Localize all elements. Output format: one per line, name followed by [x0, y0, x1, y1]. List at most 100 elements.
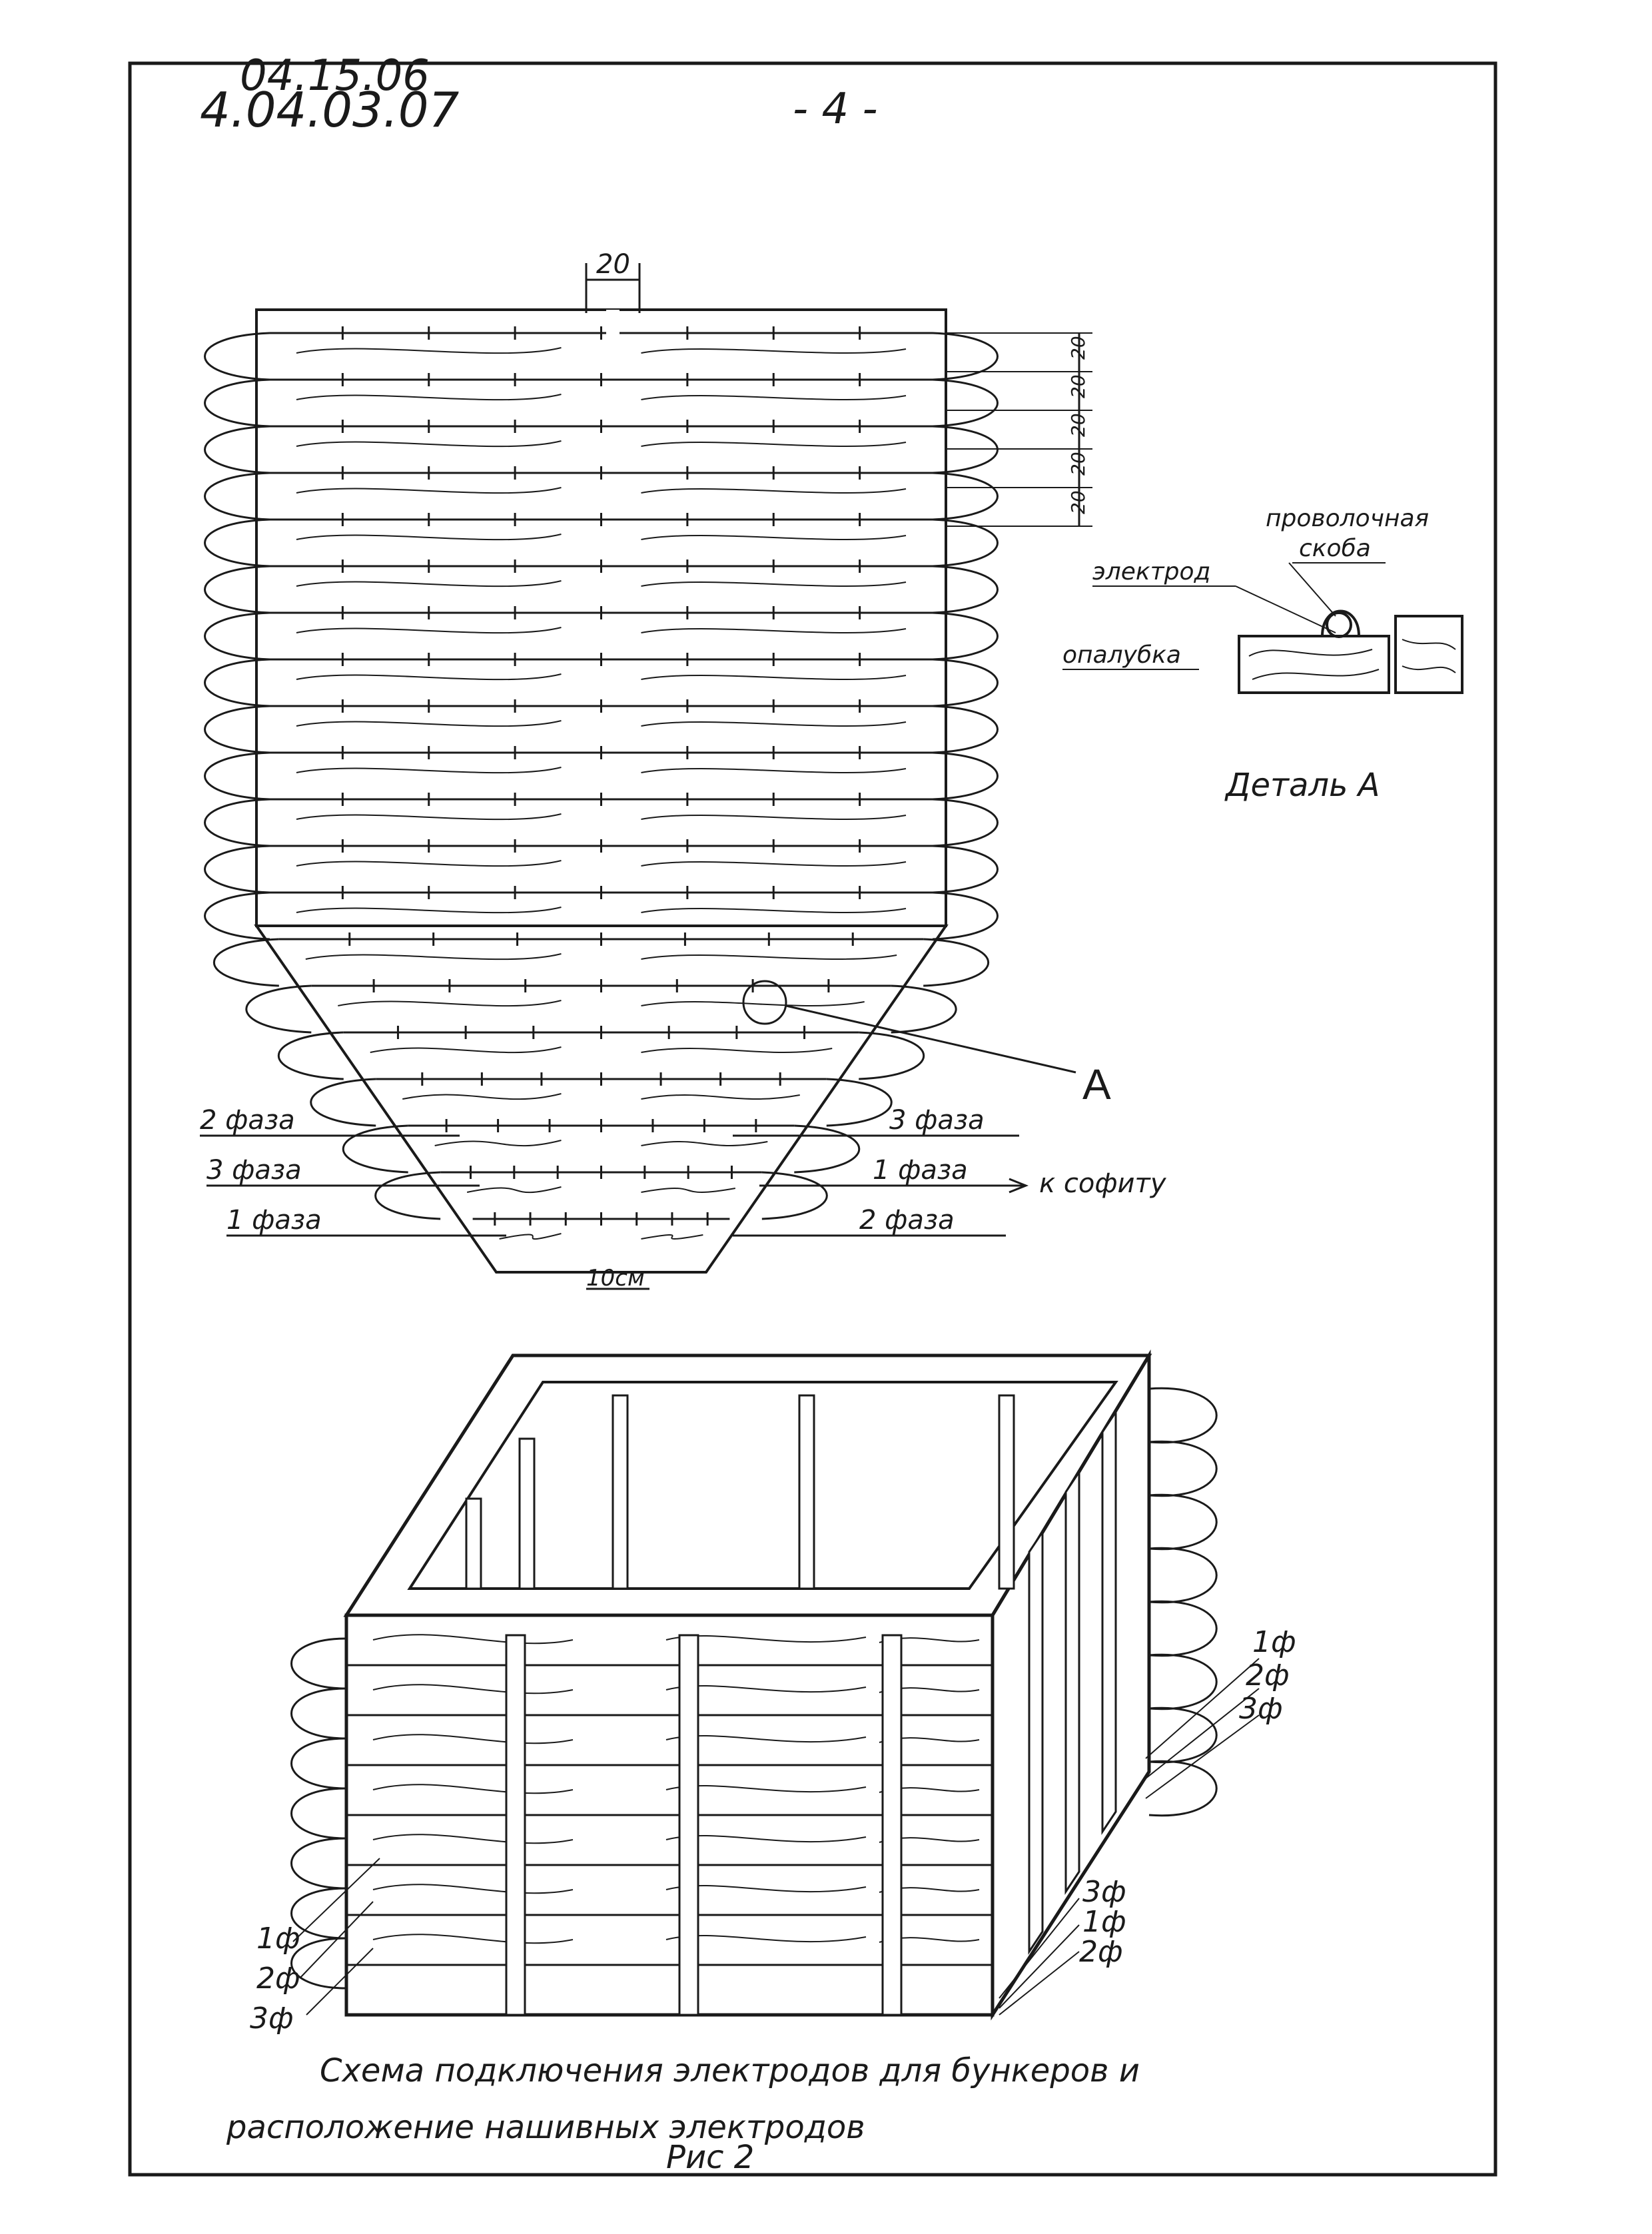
loop-right [761, 1171, 828, 1220]
detail-wire-staple-label-2: скоба [1299, 535, 1371, 562]
loop-right [932, 798, 999, 847]
callout-label: A [1082, 1060, 1111, 1108]
grain-stroke [499, 1233, 703, 1240]
iso-loop-right [1148, 1387, 1218, 1444]
grain-stroke [434, 1140, 768, 1147]
loop-left [204, 425, 270, 474]
grain-stroke [296, 534, 907, 541]
detail-board-left [1238, 635, 1390, 694]
loop-left [310, 1078, 376, 1127]
loop-left [204, 518, 270, 567]
hopper-isometric: 1ф 2ф 3ф 3ф 1ф 2ф 1ф 2ф 3ф [250, 1349, 1296, 2036]
loop-left [212, 938, 279, 987]
grain-stroke [296, 347, 907, 354]
grain-stroke [296, 720, 907, 727]
phase-left-2: 3 фаза [206, 1155, 302, 1186]
connection-loops [204, 332, 999, 1220]
iso-phase-right-lower-3: 2ф [1079, 1935, 1123, 1969]
iso-phase-right-upper-1: 1ф [1252, 1625, 1296, 1659]
iso-phase-left-2: 2ф [256, 1962, 300, 1996]
iso-loop-left [290, 1787, 347, 1840]
loop-left [245, 984, 312, 1034]
grain-stroke [296, 767, 907, 774]
inner-stud [518, 1437, 536, 1590]
loop-right [932, 332, 999, 381]
loop-left [204, 332, 270, 381]
detail-electrode [1326, 611, 1352, 638]
caption-line-2: расположение нашивных электродов [226, 2109, 865, 2146]
dim-right-label: 20 [1067, 374, 1089, 398]
detail-electrode-label: электрод [1092, 558, 1210, 585]
loop-right [932, 518, 999, 567]
hopper-lower-panel [254, 925, 949, 1274]
iso-loop-left [290, 1737, 347, 1790]
phase-left-1: 2 фаза [200, 1105, 295, 1136]
grain-stroke [402, 1093, 800, 1100]
loop-left [204, 378, 270, 428]
side-stud [1064, 1469, 1080, 1895]
iso-phase-right-lower-2: 1ф [1082, 1905, 1126, 1939]
electrode-rows [270, 310, 933, 1226]
loop-right [826, 1078, 893, 1127]
iso-loop-right [1148, 1440, 1218, 1497]
right-face [991, 1349, 1151, 2021]
inner-stud [798, 1394, 815, 1590]
callout-circle [742, 980, 787, 1025]
iso-phase-left-3: 3ф [250, 2002, 294, 2036]
detail-formwork-label: опалубка [1062, 641, 1181, 669]
iso-phase-left-1: 1ф [256, 1922, 300, 1956]
grain-stroke [338, 1000, 865, 1007]
iso-loop-right [1148, 1493, 1218, 1551]
loop-right [932, 845, 999, 894]
iso-phase-right-upper-2: 2ф [1246, 1659, 1290, 1692]
loop-left [277, 1031, 344, 1080]
loop-right [932, 378, 999, 428]
loop-right [932, 472, 999, 521]
detail-title: Деталь А [1224, 767, 1380, 804]
phase-right-2: 1 фаза [873, 1155, 968, 1186]
iso-loop-left [290, 1637, 347, 1690]
dim-right-label: 20 [1067, 490, 1089, 514]
grain-stroke [296, 440, 907, 448]
top-frame-inner [407, 1381, 1118, 1590]
iso-phase-right-upper-3: 3ф [1239, 1692, 1283, 1726]
wood-grain [296, 347, 907, 1240]
loop-left [204, 751, 270, 801]
loop-right [859, 1031, 925, 1080]
grain-stroke [296, 673, 907, 681]
iso-loop-right [1148, 1547, 1218, 1604]
front-studs [505, 1634, 903, 2016]
loop-left [204, 565, 270, 614]
loop-right [932, 705, 999, 754]
iso-loop-right [1148, 1600, 1218, 1657]
loop-right [932, 891, 999, 940]
grain-stroke [296, 627, 907, 634]
iso-loops-right [1148, 1387, 1218, 1817]
iso-loop-left [290, 1687, 347, 1740]
detail-staple [1321, 609, 1360, 637]
iso-loop-left [290, 1887, 347, 1940]
loop-left [204, 472, 270, 521]
to-soffit-label: к софиту [1039, 1168, 1167, 1199]
iso-loop-right [1148, 1706, 1218, 1764]
phase-right-3: 2 фаза [859, 1205, 955, 1236]
loop-right [932, 751, 999, 801]
iso-loop-right [1148, 1760, 1218, 1817]
grain-stroke [370, 1046, 833, 1054]
grain-stroke [296, 487, 907, 494]
dim-right-label: 20 [1067, 413, 1089, 437]
side-stud [1028, 1529, 1044, 1955]
loop-right [932, 565, 999, 614]
loop-left [342, 1124, 408, 1174]
dim-top-label: 20 [596, 249, 630, 280]
loop-right [923, 938, 990, 987]
dim-bottom-label: 10см [586, 1265, 645, 1292]
detail-wire-staple-label: проволочная [1266, 505, 1429, 532]
grain-stroke [296, 394, 907, 401]
inner-stud [465, 1497, 482, 1590]
loop-right [932, 611, 999, 661]
inner-stud [612, 1394, 629, 1590]
loop-left [204, 891, 270, 940]
